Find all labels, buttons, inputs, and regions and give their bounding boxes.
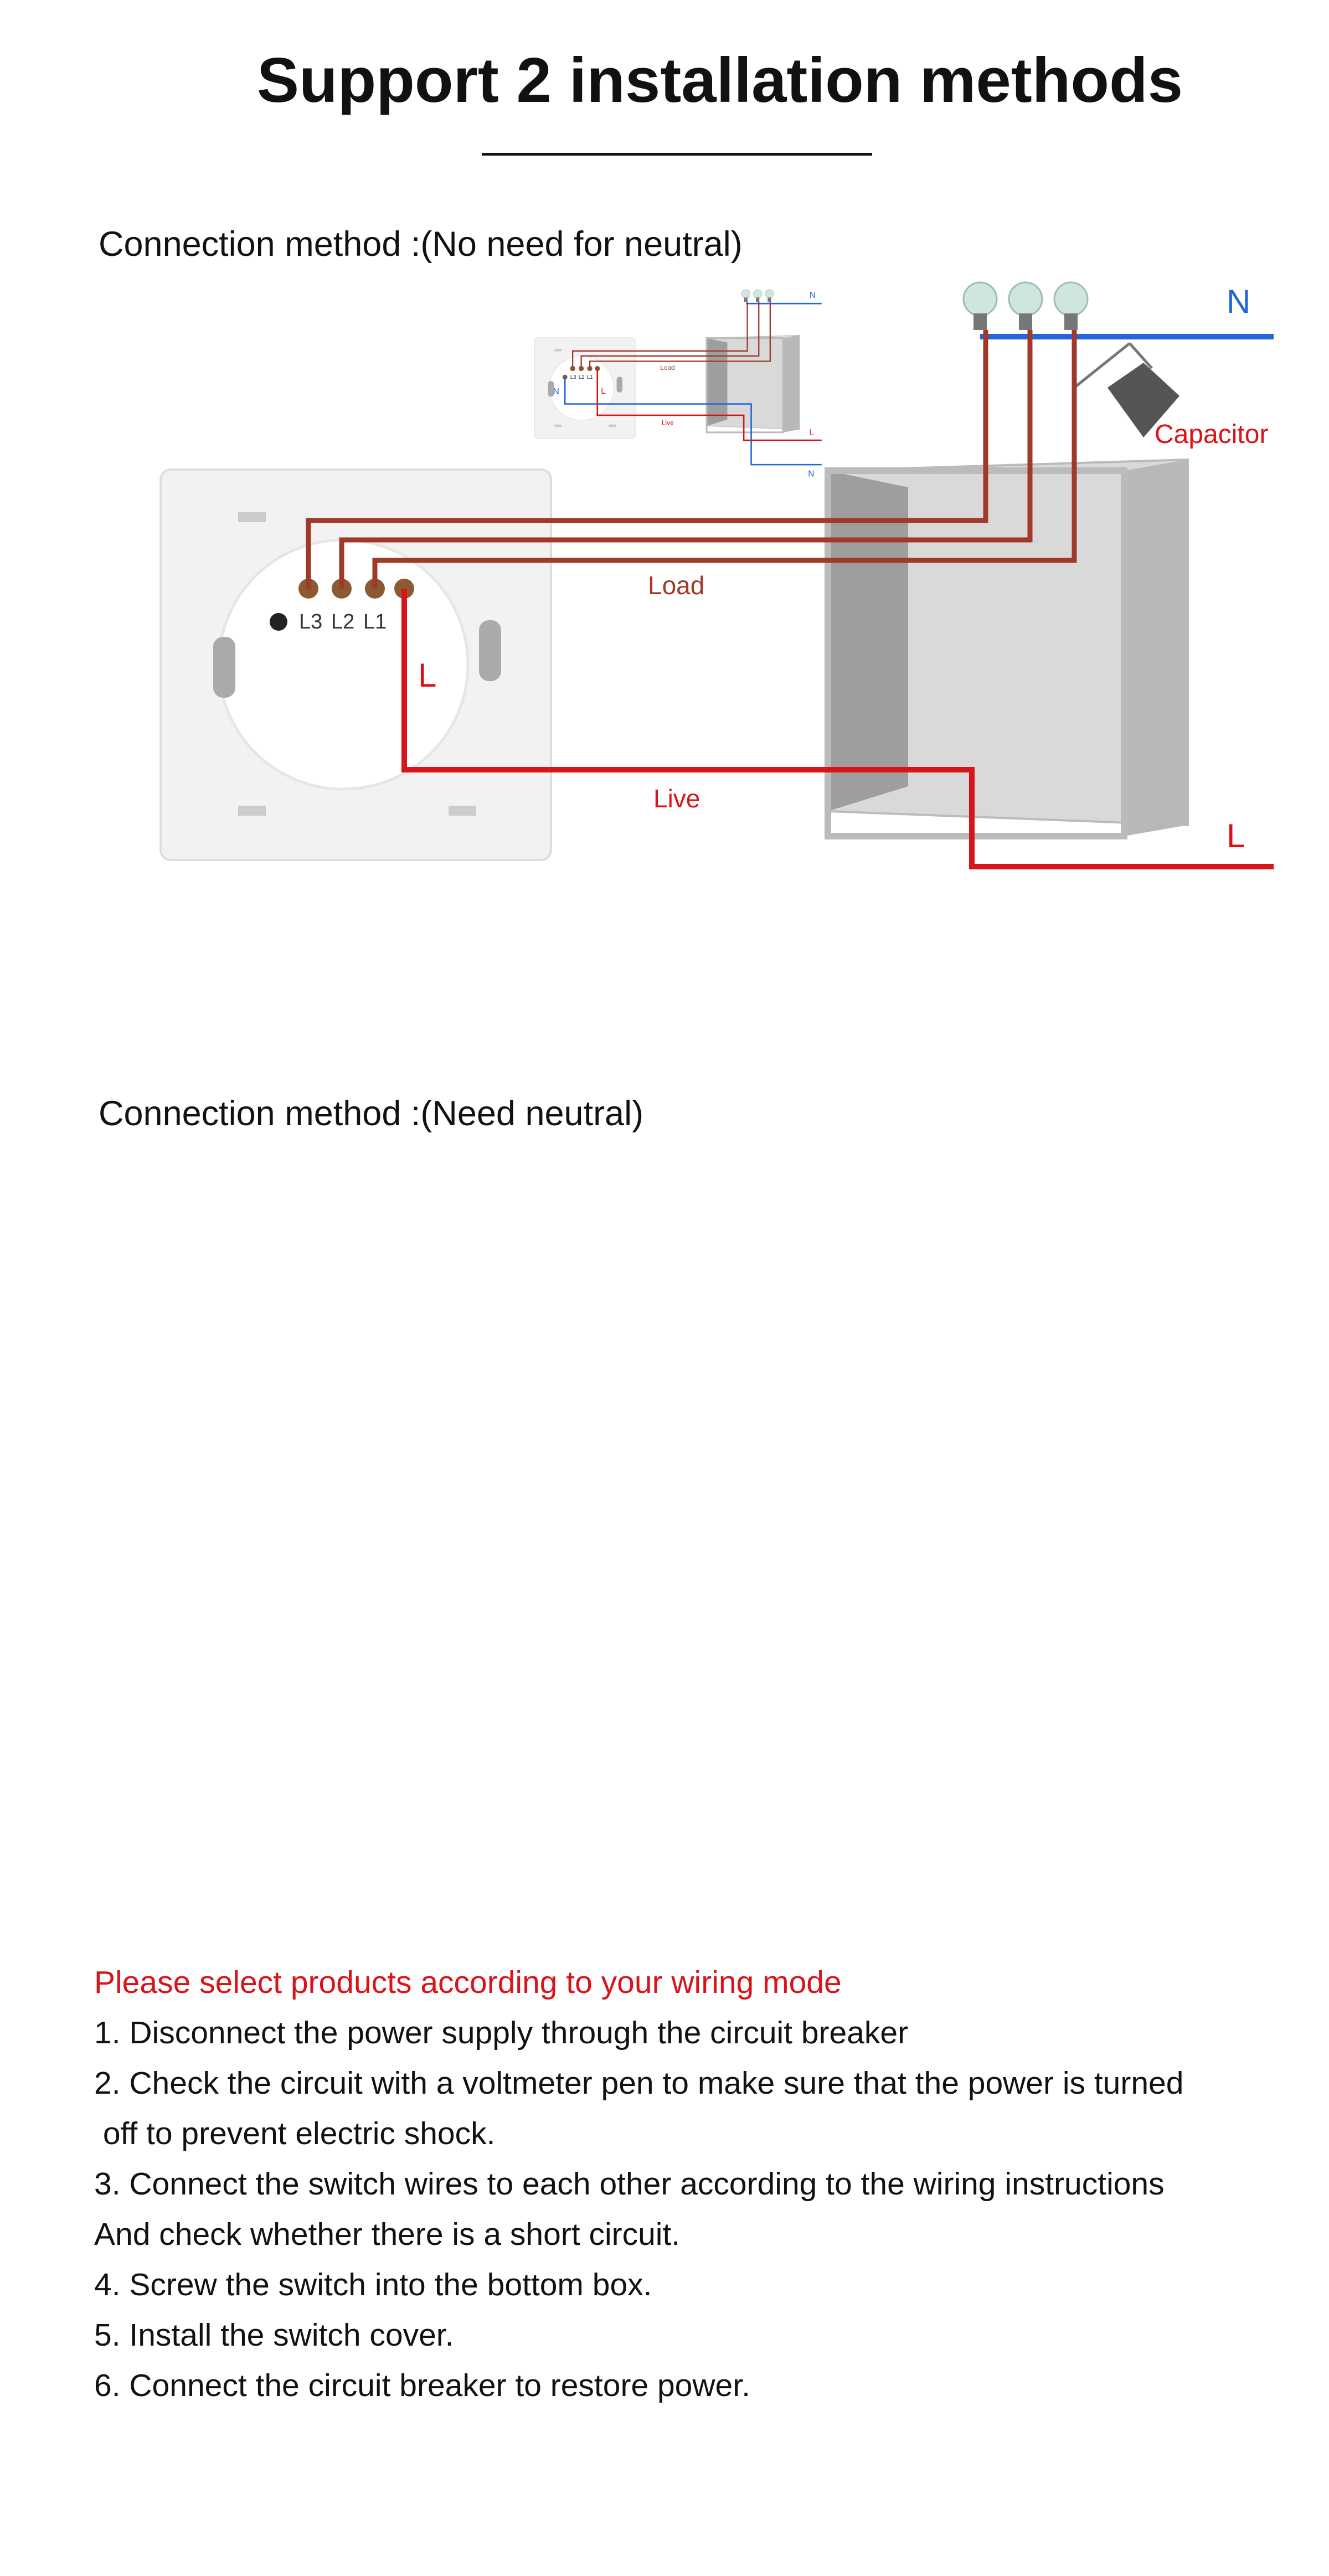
wall-box-left-inner: [828, 471, 908, 811]
capacitor-label: Capacitor: [1155, 420, 1268, 449]
section-1-title: Connection method :(No need for neutral): [99, 225, 743, 264]
terminal-label-l1: L1: [587, 374, 593, 380]
bulb-icon: [741, 289, 751, 302]
wiring-diagram-no-neutral: L3 L2 L1 N Capacitor Load Live L L: [159, 281, 1274, 869]
instruction-step: 2. Check the circuit with a voltmeter pe…: [94, 2065, 1184, 2101]
panel-slot: [238, 512, 266, 522]
live-label: Live: [662, 419, 674, 426]
instruction-step: 5. Install the switch cover.: [94, 2317, 454, 2353]
line-live-label: L: [1227, 817, 1245, 854]
instruction-step: off to prevent electric shock.: [94, 2116, 496, 2151]
capacitor-icon: [1108, 363, 1179, 437]
instruction-step: And check whether there is a short circu…: [94, 2217, 681, 2252]
neutral-label: N: [1227, 283, 1250, 320]
live-wire: [401, 589, 1274, 869]
panel-slot: [554, 348, 562, 352]
neutral-wire-switch: [564, 377, 822, 466]
wiring-diagram-need-neutral-content: L3 L2 L1 N Load Live N L L N: [534, 289, 822, 478]
load-wire-l3: [571, 302, 748, 369]
page-title: Support 2 installation methods: [256, 45, 1183, 116]
panel-slot: [609, 424, 616, 427]
wall-box-frame: [705, 337, 784, 434]
live-wire: [596, 368, 822, 441]
panel-slot: [449, 806, 476, 816]
bulb-icon: [962, 281, 998, 330]
load-label: Load: [660, 364, 674, 372]
switch-live-label: L: [418, 657, 436, 694]
instruction-step: 3. Connect the switch wires to each othe…: [94, 2166, 1165, 2202]
switch-neutral-label: N: [553, 387, 559, 396]
switch-live-label: L: [601, 387, 606, 396]
wiring-diagram-need-neutral: [0, 841, 1329, 1505]
instruction-step: 4. Screw the switch into the bottom box.: [94, 2267, 652, 2302]
bulb-icon: [1053, 281, 1089, 330]
bulb-icon: [765, 289, 774, 302]
terminal-label-l3: L3: [570, 374, 576, 380]
wall-box-front-side: [783, 335, 800, 432]
load-wire-l2: [339, 330, 1033, 589]
title-underline: [482, 153, 872, 156]
bulb-icon: [1008, 281, 1043, 330]
mount-clip: [213, 637, 235, 698]
terminal-label-l3: L3: [299, 610, 322, 633]
live-label: Live: [653, 784, 700, 813]
wall-box-front-side: [1124, 460, 1188, 836]
line-neutral-label: N: [808, 469, 814, 478]
terminal-label-l1: L1: [363, 610, 387, 633]
line-live-label: L: [810, 428, 815, 437]
capacitor-lead: [1073, 342, 1131, 389]
mount-clip: [479, 620, 501, 681]
panel-slot: [554, 424, 562, 427]
instruction-step: 6. Connect the circuit breaker to restor…: [94, 2368, 750, 2403]
terminal-label-l2: L2: [331, 610, 354, 633]
load-wire-l3: [306, 330, 988, 589]
instructions-intro: Please select products according to your…: [94, 1965, 842, 2000]
bulb-icon: [753, 289, 763, 302]
load-wire-l1: [372, 330, 1077, 589]
load-wire-l2: [580, 302, 760, 369]
section-2-title: Connection method :(Need neutral): [99, 1094, 644, 1133]
indicator-dot: [270, 613, 287, 631]
instruction-step: 1. Disconnect the power supply through t…: [94, 2015, 909, 2051]
instructions: Please select products according to your…: [94, 1957, 1312, 2411]
neutral-label-top: N: [810, 291, 816, 300]
wall-box-frame: [825, 467, 1127, 839]
load-label: Load: [648, 571, 704, 600]
mount-clip: [616, 377, 622, 393]
load-wire-l1: [589, 302, 771, 369]
capacitor-lead: [1129, 342, 1153, 369]
mount-clip: [548, 380, 554, 397]
terminal-label-l2: L2: [579, 374, 585, 380]
panel-slot: [238, 806, 266, 816]
